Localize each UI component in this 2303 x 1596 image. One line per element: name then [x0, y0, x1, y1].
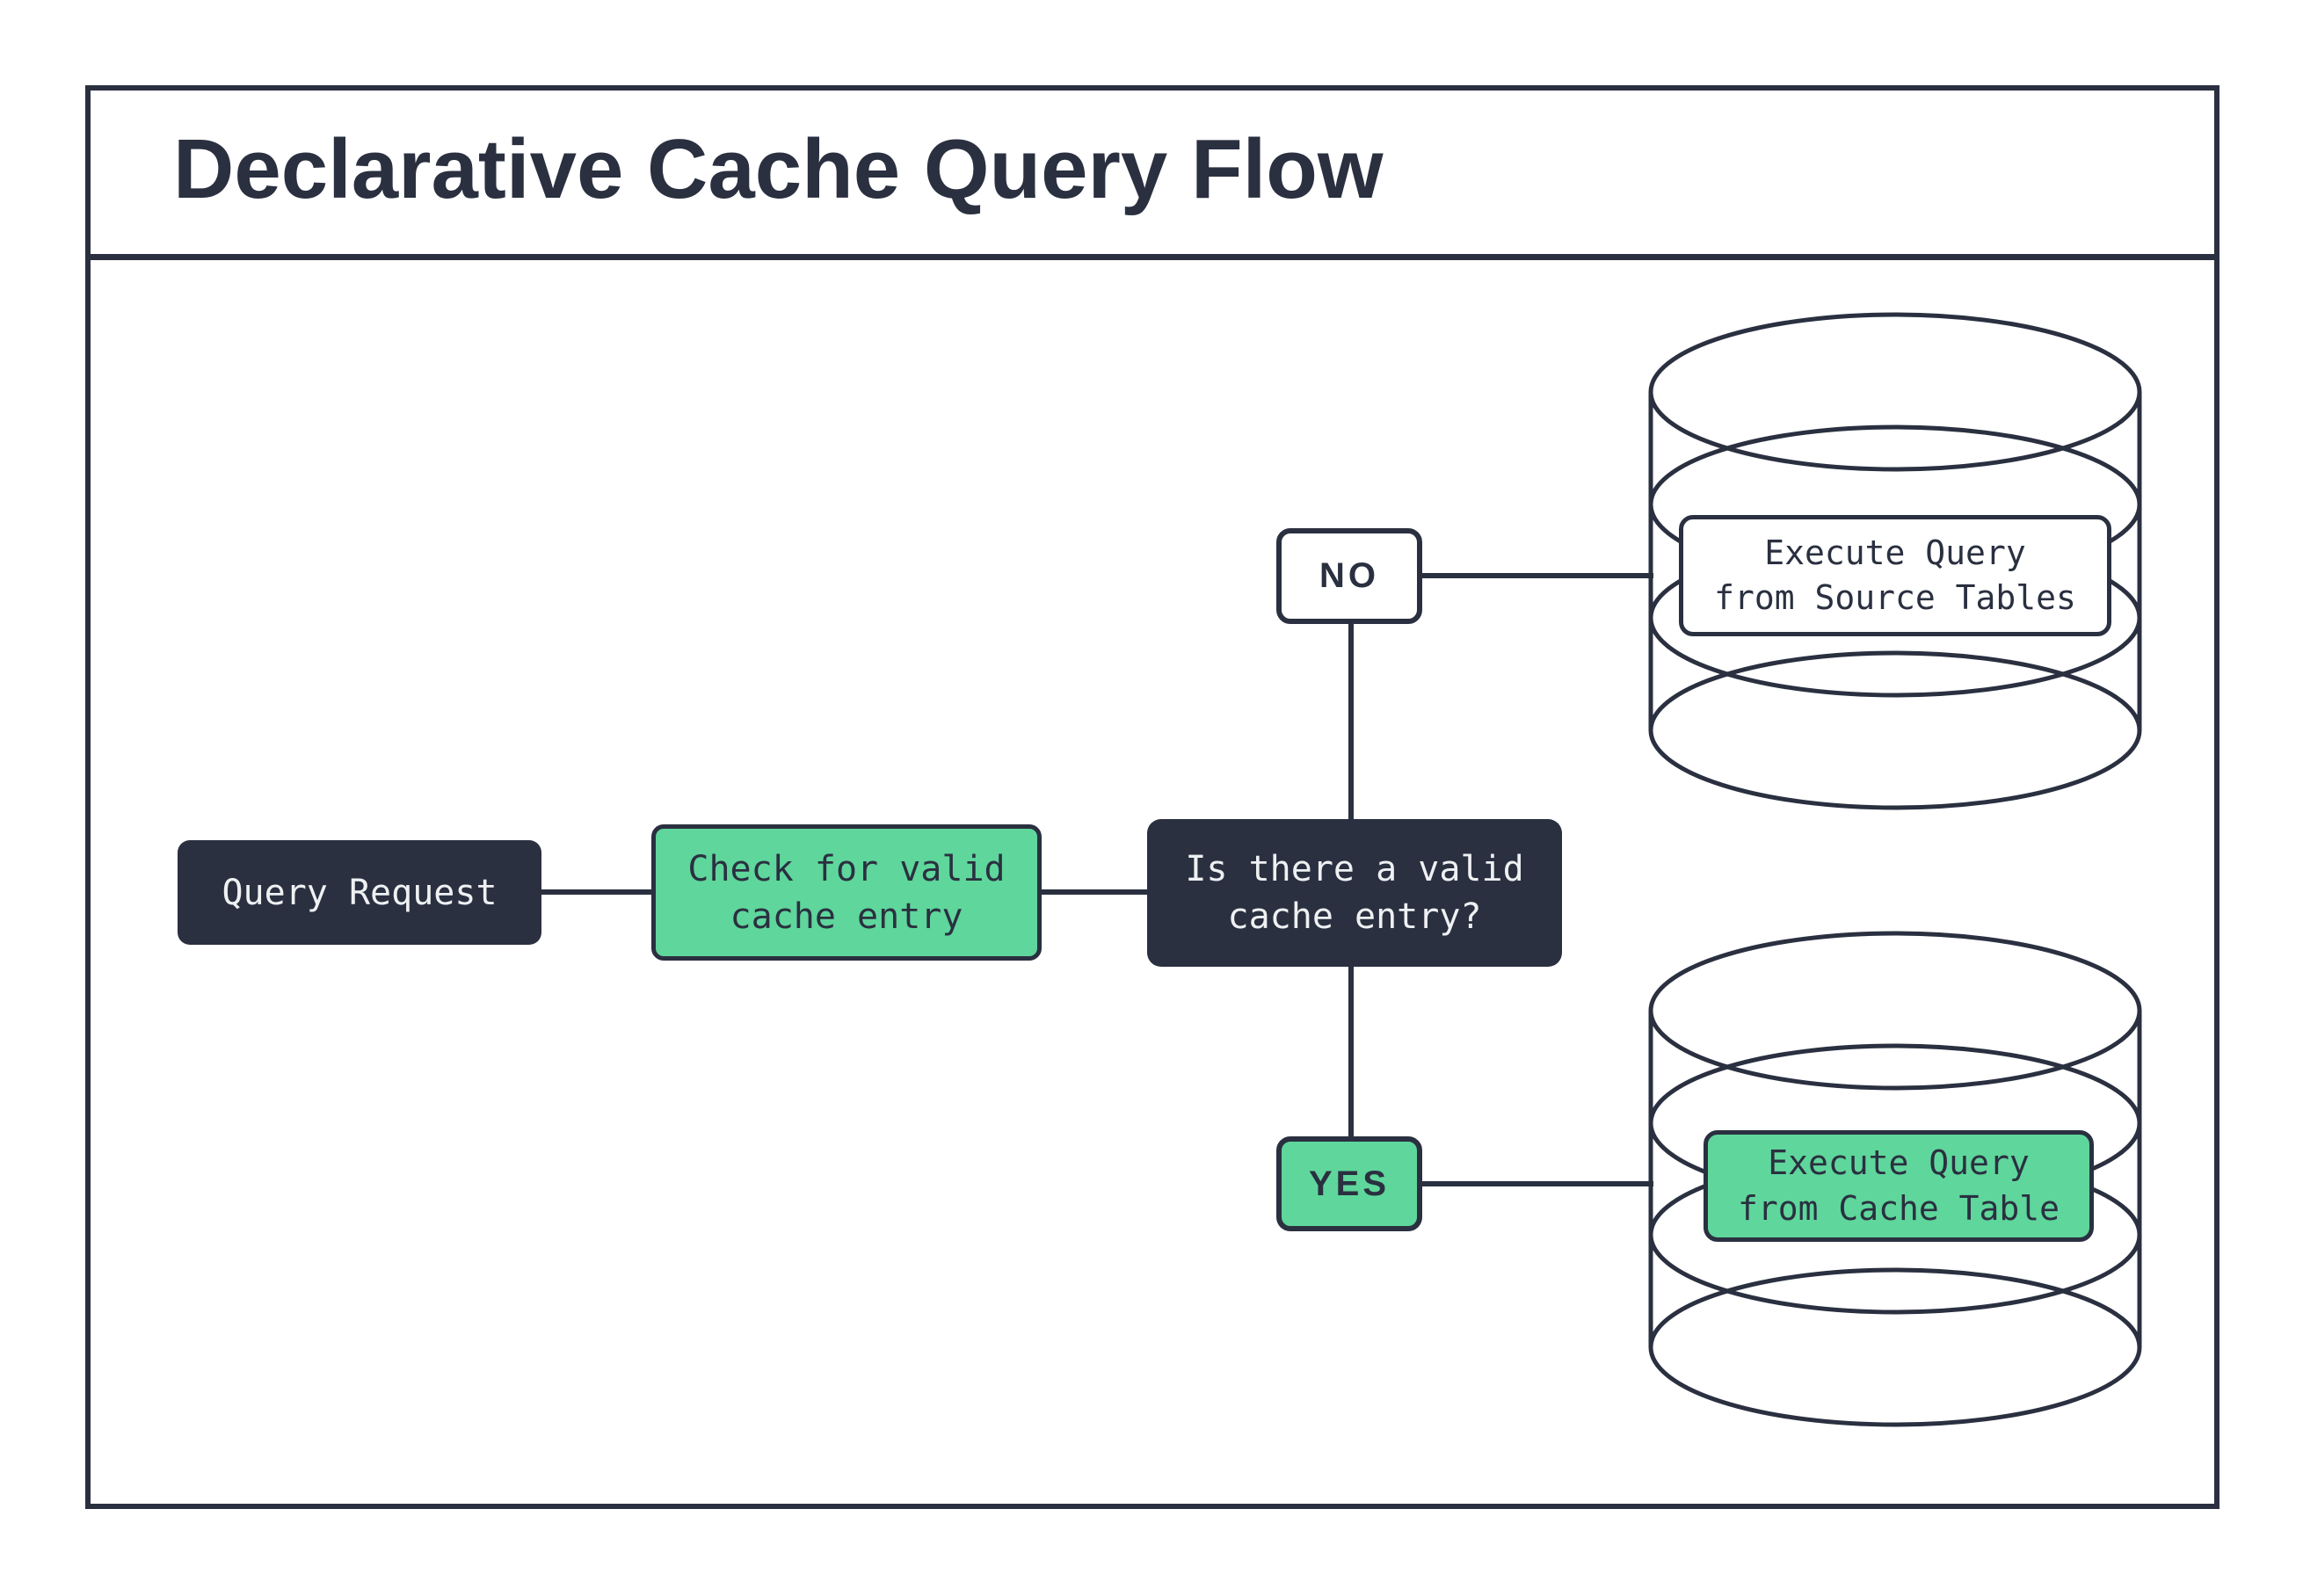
node-execute-source-label: Execute Query from Source Tables — [1714, 533, 2076, 617]
node-check-cache-label: Check for valid cache entry — [687, 848, 1006, 937]
node-yes-branch: YES — [1276, 1136, 1422, 1231]
cache-database-icon — [1648, 931, 2142, 1427]
node-check-cache: Check for valid cache entry — [651, 824, 1042, 961]
node-execute-cache-label: Execute Query from Cache Table — [1737, 1143, 2060, 1228]
node-yes-label: YES — [1308, 1164, 1391, 1203]
node-query-request: Query Request — [178, 840, 541, 945]
node-execute-cache: Execute Query from Cache Table — [1704, 1130, 2094, 1242]
node-no-branch: NO — [1276, 528, 1422, 624]
node-query-request-label: Query Request — [222, 872, 498, 913]
node-execute-source: Execute Query from Source Tables — [1679, 515, 2111, 636]
node-cache-question: Is there a valid cache entry? — [1147, 819, 1562, 967]
page-title: Declarative Cache Query Flow — [173, 122, 1384, 216]
node-no-label: NO — [1319, 556, 1379, 595]
node-cache-question-label: Is there a valid cache entry? — [1185, 849, 1524, 937]
connector-lines — [541, 573, 1653, 1186]
header: Declarative Cache Query Flow — [85, 85, 2219, 260]
source-database-icon — [1648, 312, 2142, 810]
